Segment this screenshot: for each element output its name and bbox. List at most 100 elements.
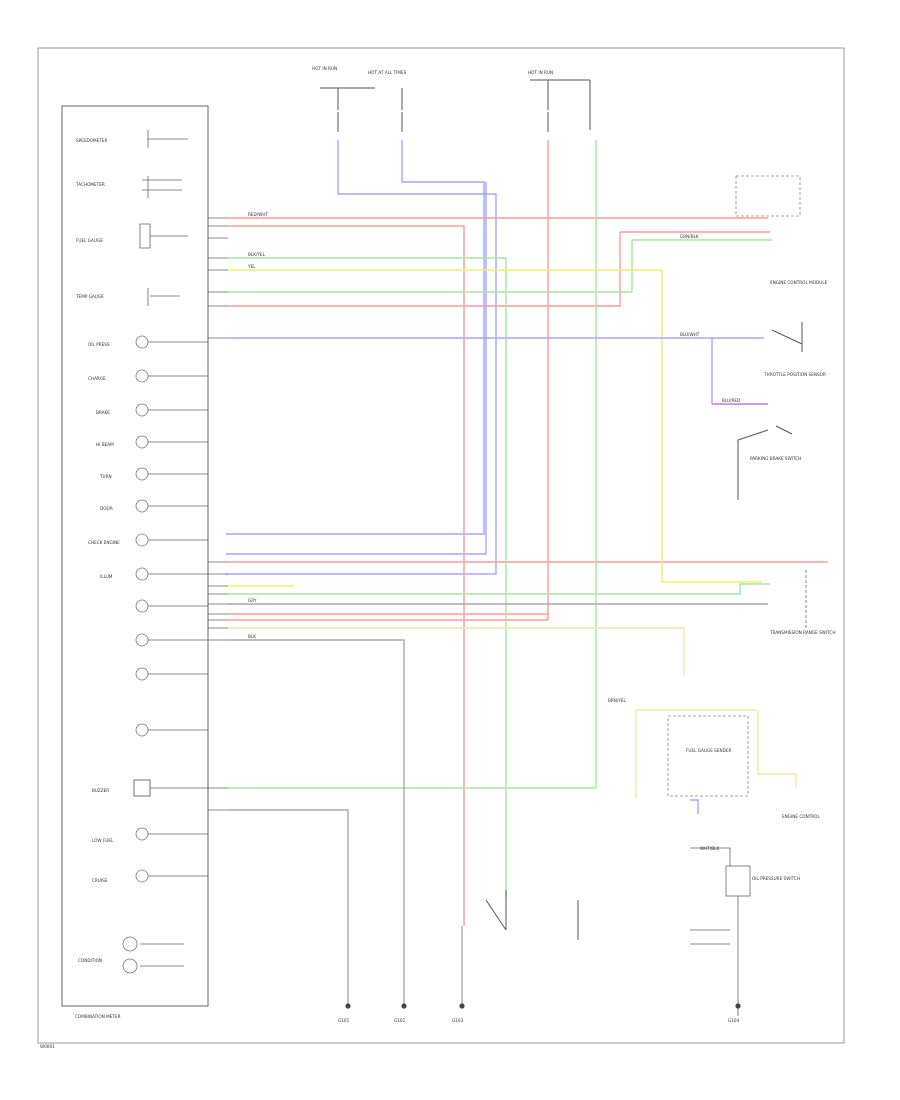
wire-label-8: BLK [248,634,256,639]
wire-label-6: GRY [248,598,257,603]
wire-green-4 [228,583,770,595]
wire-label-3: YEL [247,264,256,269]
cluster-item-12: BUZZER [92,788,109,793]
supply-label-0: HOT IN RUN [312,66,337,71]
wire-red-6 [228,561,828,615]
wire-red-2 [228,225,465,926]
cluster-item-7: HI BEAM [96,442,114,447]
connector-pins [208,217,228,811]
check-engine-lamp-icon [135,533,149,547]
hi-beam-lamp-icon [135,435,149,449]
cluster-item-14: CRUISE [92,878,108,883]
tps-switch [771,322,803,352]
supply-bus-2 [530,79,590,110]
wiring [226,140,828,940]
wire-blue-3 [226,182,487,555]
wire-label-5: BLU/RED [722,398,740,403]
component-label-1: THROTTLE POSITION SENSOR [763,372,826,377]
cluster-item-0: SPEEDOMETER [76,138,107,143]
wire-grey-2 [228,639,405,940]
supply-label-2: HOT IN RUN [528,70,553,75]
combination-meter: COMBINATION METER W0001 SPEEDOMETER TACH… [40,105,209,1049]
cluster-item-4: OIL PRESS [88,342,110,347]
tachometer-symbol [142,176,182,198]
ground-point-1 [401,1003,407,1009]
lower-switch [485,890,579,940]
pin-stubs [208,217,228,811]
ground-label-0: G101 [338,1018,350,1023]
wire-blue-5 [690,799,699,814]
brake-lamp-icon [135,403,149,417]
cluster-title: COMBINATION METER [75,1014,121,1019]
wire-yellow-1 [228,269,762,583]
cluster-item-1: TACHOMETER [75,182,105,187]
wire-green-1 [228,257,507,898]
component-label-0: ENGINE CONTROL MODULE [770,280,828,285]
wire-label-0: RED/WHT [248,212,268,217]
wire-labels: RED/WHT BLK/YEL GRN/BLK YEL BLU/WHT BLU/… [247,212,740,851]
cruise-lamp-icon [135,869,149,883]
ground-label-3: G104 [728,1018,740,1023]
fuse-symbols [337,80,591,132]
oil-switch-leads [690,847,739,1016]
top-supply: HOT IN RUN HOT AT ALL TIMES HOT IN RUN [312,66,591,132]
parking-brake-switch [737,425,793,500]
lamp-leads [140,341,208,967]
wire-yellow-4 [635,709,797,798]
wire-label-7: BRN/YEL [608,698,627,703]
wire-label-4: BLU/WHT [680,332,700,337]
wire-red-4 [228,232,621,307]
cluster-item-9: DOOR [100,506,113,511]
wire-blue-2 [226,140,485,535]
ecm-connector [735,175,801,217]
cluster-item-11: ILLUM [100,574,113,579]
lamp-icon-11 [135,667,149,681]
wire-red-3 [228,140,549,621]
wire-yellow-3 [228,627,685,676]
cluster-item-13: LOW FUEL [92,838,114,843]
component-label-2: PARKING BRAKE SWITCH [750,456,801,461]
oil-press-lamp-icon [135,335,149,349]
wire-green-3 [228,140,597,789]
charge-lamp-icon [135,369,149,383]
wire-label-1: BLK/YEL [248,252,266,257]
supply-bus-1 [320,87,403,110]
component-label-4: FUEL GAUGE SENDER [686,748,731,753]
wire-green-2 [228,239,772,293]
lamp-icon-10 [135,633,149,647]
speedometer-symbol [147,130,188,148]
low-fuel-lamp-icon [135,827,149,841]
cluster-item-2: FUEL GAUGE [76,238,103,243]
wire-blue-4 [228,337,764,404]
indicator-lamps [122,335,149,974]
ground-point-2 [459,1003,465,1009]
diagram-frame [37,47,845,1044]
ground-label-1: G102 [394,1018,406,1023]
oil-switch-box [725,865,751,897]
ground-leads [347,926,739,1006]
cluster-item-6: BRAKE [96,410,110,415]
wire-label-9: WHT/BLK [700,846,719,851]
cluster-item-10: CHECK ENGINE [88,540,120,545]
condition-lamp-icon-b [122,958,138,974]
lamp-icon-9 [135,599,149,613]
cluster-item-15: CONDITION [78,958,102,963]
buzzer-icon [133,779,151,797]
ground-point-3 [735,1003,741,1009]
right-components: ENGINE CONTROL MODULE THROTTLE POSITION … [667,175,836,1016]
lamp-icon-12 [135,723,149,737]
figure-code: W0001 [40,1044,55,1049]
door-lamp-icon [135,499,149,513]
cluster-item-3: TEMP GAUGE [75,294,104,299]
component-label-5: ENGINE CONTROL [782,814,820,819]
temp-gauge-symbol [147,288,180,306]
component-label-6: OIL PRESSURE SWITCH [752,876,800,881]
ground-label-2: G103 [452,1018,464,1023]
meter-box [61,105,209,1007]
wire-label-2: GRN/BLK [680,234,699,239]
ground-point-0 [345,1003,351,1009]
cluster-item-8: TURN [99,474,112,479]
fuel-gauge-symbol [139,223,188,249]
cluster-item-5: CHARGE [88,376,106,381]
